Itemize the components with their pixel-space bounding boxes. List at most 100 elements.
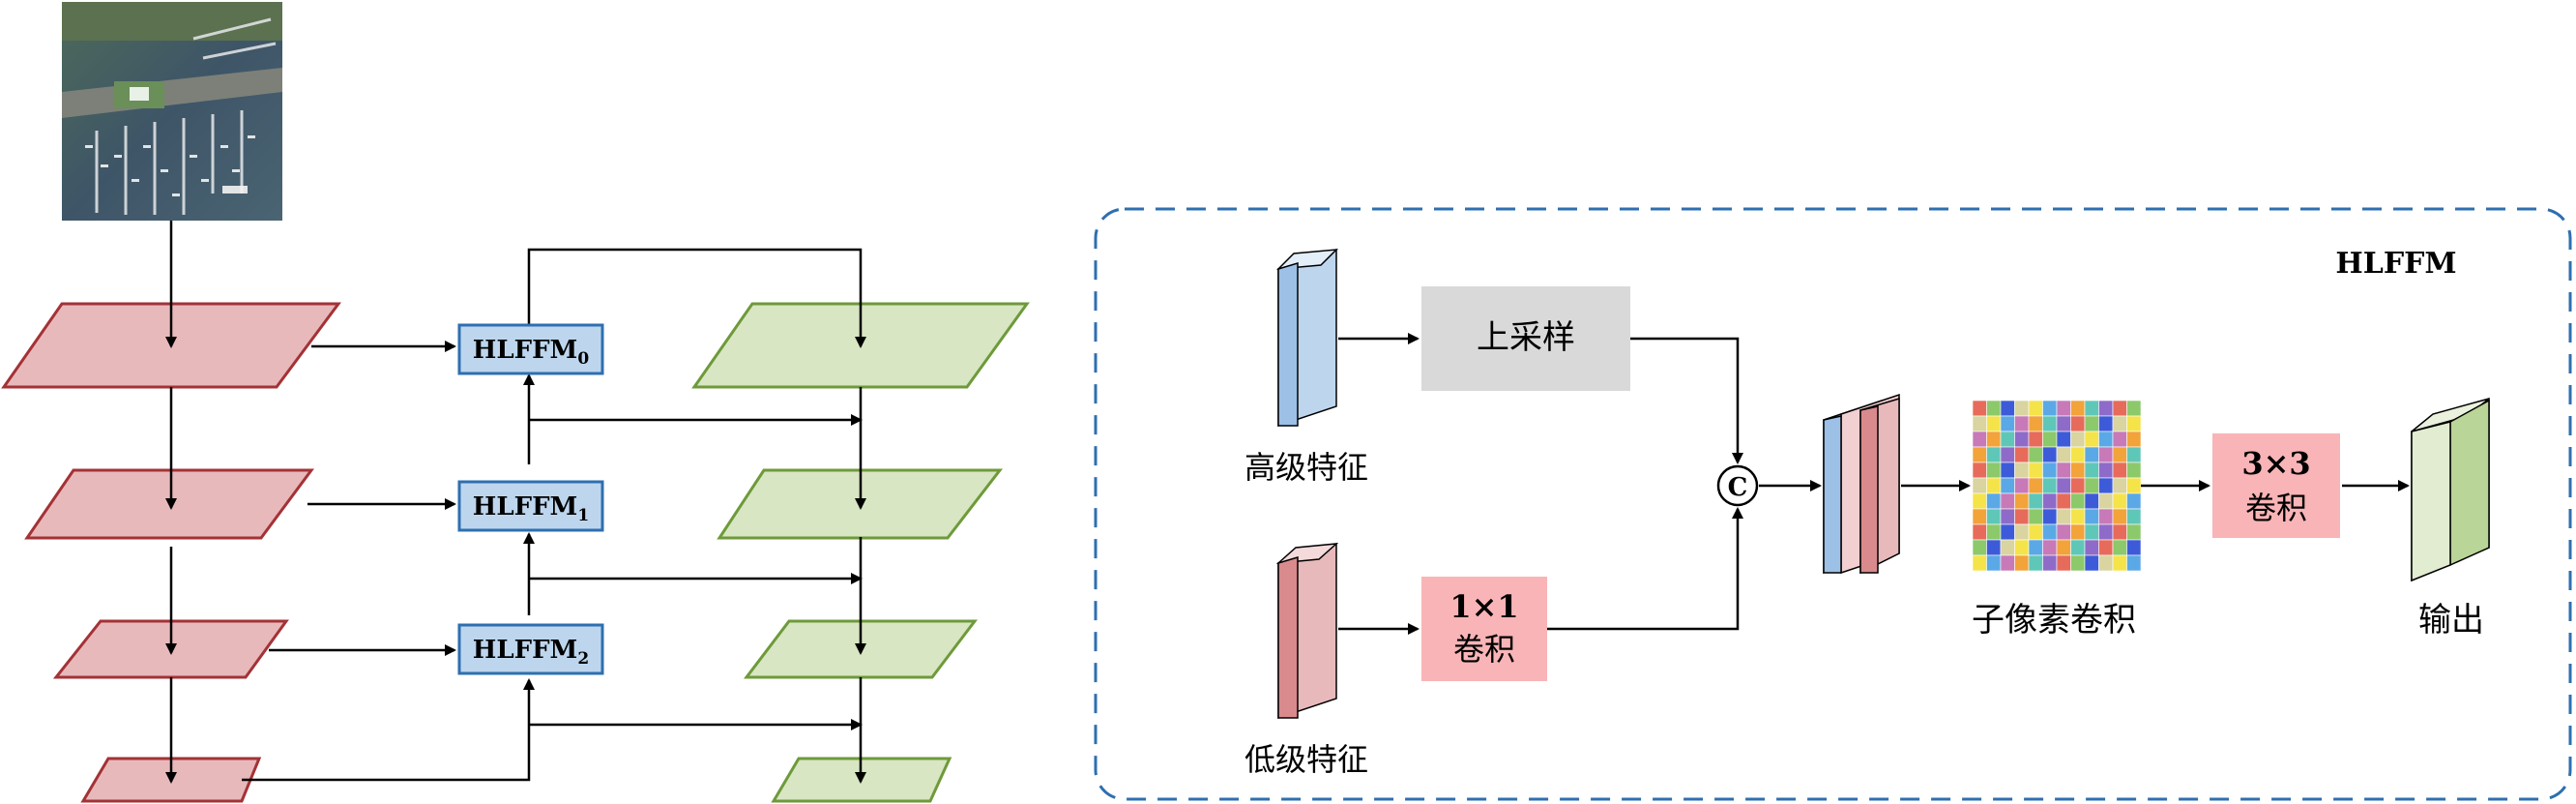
subpixel-cell: [2126, 508, 2142, 525]
subpixel-cell: [2112, 431, 2127, 448]
subpixel-cell: [2084, 523, 2099, 541]
subpixel-cell: [2056, 431, 2071, 448]
subpixel-cell: [1972, 554, 1987, 572]
subpixel-cell: [2112, 554, 2127, 572]
hlffm-connections: [1338, 333, 2410, 635]
svg-text:HLFFM1: HLFFM1: [473, 492, 589, 525]
subpixel-cell: [2014, 539, 2030, 556]
subpixel-cell: [2028, 554, 2043, 572]
subpixel-cell: [2000, 477, 2015, 494]
subpixel-cell: [2056, 492, 2071, 510]
output-feature-block: [2411, 397, 2490, 582]
subpixel-cell: [2042, 539, 2058, 556]
subpixel-cell: [2056, 462, 2071, 479]
hlffm-module-1: HLFFM1: [457, 480, 604, 532]
subpixel-cell: [2084, 554, 2099, 572]
upsample-box: [1421, 286, 1630, 391]
subpixel-cell: [2126, 477, 2142, 494]
subpixel-cell: [1972, 539, 1987, 556]
subpixel-cell: [2126, 554, 2142, 572]
subpixel-cell: [2028, 431, 2043, 448]
subpixel-cell: [2014, 415, 2030, 432]
subpixel-cell: [2084, 539, 2099, 556]
subpixel-cell: [1986, 415, 2002, 432]
subpixel-cell: [2070, 446, 2086, 463]
svg-text:HLFFM2: HLFFM2: [473, 636, 589, 669]
subpixel-cell: [2126, 431, 2142, 448]
subpixel-cell: [2014, 462, 2030, 479]
subpixel-cell: [2014, 554, 2030, 572]
hlffm-module-0: HLFFM0: [457, 323, 604, 375]
subpixel-cell: [2056, 477, 2071, 494]
subpixel-cell: [1986, 477, 2002, 494]
subpixel-cell: [2056, 554, 2071, 572]
subpixel-cell: [2098, 523, 2114, 541]
high-level-feature-label: 高级特征: [1244, 449, 1368, 486]
conv3x3-label: 卷积: [2245, 490, 2307, 526]
hlffm-1-label: HLFFM: [473, 492, 578, 521]
subpixel-cell: [2014, 523, 2030, 541]
subpixel-cell: [2084, 431, 2099, 448]
subpixel-cell: [2098, 415, 2114, 432]
subpixel-cell: [1972, 492, 1987, 510]
hlffm-2-subscript: 2: [577, 649, 589, 669]
hlffm-2-label: HLFFM: [473, 636, 578, 665]
subpixel-cell: [2098, 477, 2114, 494]
subpixel-cell: [2084, 446, 2099, 463]
subpixel-cell: [2098, 462, 2114, 479]
hlffm-detail-title: HLFFM: [2335, 247, 2456, 281]
subpixel-cell: [2112, 492, 2127, 510]
subpixel-cell: [2126, 462, 2142, 479]
subpixel-cell: [2042, 477, 2058, 494]
subpixel-cell: [2098, 492, 2114, 510]
subpixel-cell: [1986, 554, 2002, 572]
subpixel-cell: [2084, 415, 2099, 432]
subpixel-cell: [1972, 415, 1987, 432]
subpixel-cell: [2112, 400, 2127, 417]
subpixel-cell: [2070, 431, 2086, 448]
subpixel-cell: [2098, 539, 2114, 556]
subpixel-cell: [2014, 431, 2030, 448]
subpixel-cell: [2112, 462, 2127, 479]
subpixel-cell: [1986, 431, 2002, 448]
subpixel-cell: [2028, 462, 2043, 479]
subpixel-cell: [2056, 415, 2071, 432]
subpixel-cell: [2070, 492, 2086, 510]
subpixel-cell: [2014, 492, 2030, 510]
subpixel-cell: [1986, 492, 2002, 510]
concat-node: C: [1716, 464, 1759, 507]
low-level-feature-label: 低级特征: [1244, 741, 1368, 778]
subpixel-cell: [2042, 400, 2058, 417]
subpixel-cell: [1972, 523, 1987, 541]
subpixel-cell: [2000, 539, 2015, 556]
subpixel-conv-grid: [1972, 400, 2142, 572]
subpixel-cell: [2014, 477, 2030, 494]
conv1x1-label: 卷积: [1453, 631, 1515, 668]
subpixel-cell: [2126, 400, 2142, 417]
subpixel-cell: [2042, 446, 2058, 463]
subpixel-cell: [1972, 446, 1987, 463]
subpixel-cell: [2000, 554, 2015, 572]
subpixel-cell: [2028, 523, 2043, 541]
input-satellite-image: [62, 2, 282, 221]
conv1x1-size: 1×1: [1449, 588, 1518, 625]
subpixel-cell: [2056, 523, 2071, 541]
subpixel-cell: [2112, 539, 2127, 556]
subpixel-cell: [2070, 400, 2086, 417]
subpixel-cell: [2056, 446, 2071, 463]
subpixel-cell: [2028, 477, 2043, 494]
subpixel-cell: [2000, 492, 2015, 510]
concatenated-feature-block: [1823, 393, 1900, 575]
subpixel-cell: [2084, 508, 2099, 525]
subpixel-cell: [2028, 400, 2043, 417]
subpixel-cell: [2014, 400, 2030, 417]
subpixel-cell: [2028, 415, 2043, 432]
subpixel-cell: [2070, 415, 2086, 432]
subpixel-cell: [2000, 523, 2015, 541]
subpixel-cell: [2070, 539, 2086, 556]
subpixel-cell: [1986, 446, 2002, 463]
subpixel-cell: [2112, 508, 2127, 525]
subpixel-cell: [2084, 492, 2099, 510]
hlffm-0-label: HLFFM: [473, 336, 578, 365]
low-level-feature-block: [1275, 542, 1339, 720]
